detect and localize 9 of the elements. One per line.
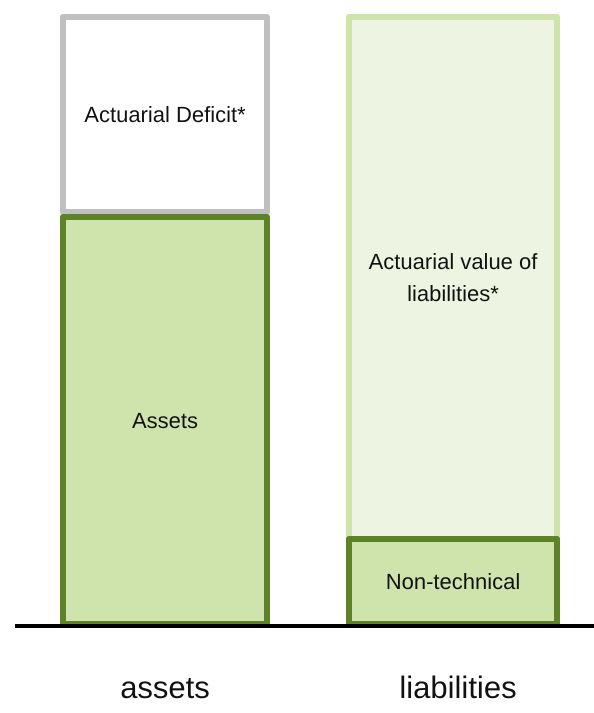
- bar-segment: [60, 214, 270, 627]
- column-label: liabilities: [398, 672, 518, 703]
- segment-label: Non-technical: [386, 568, 520, 596]
- bar-segment: [346, 536, 560, 627]
- column-label: assets: [119, 672, 211, 703]
- bar-segment: [60, 14, 270, 215]
- segment-label: Actuarial Deficit*: [84, 100, 246, 129]
- segment-label: Actuarial value of liabilities*: [368, 248, 538, 308]
- segment-label: Assets: [132, 406, 198, 435]
